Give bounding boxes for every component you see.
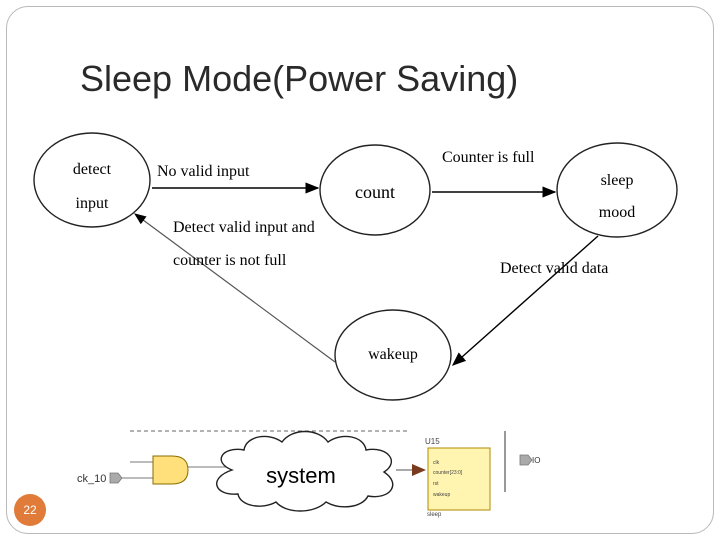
- port-label: rst: [433, 481, 439, 487]
- port-label: counter[23:0]: [433, 470, 463, 476]
- system-cloud: [216, 430, 394, 512]
- port-label: clk: [433, 460, 440, 466]
- arrow-sleep-to-wakeup: [451, 235, 599, 366]
- output-pin: [519, 454, 533, 466]
- state-sleep-label-1: sleep: [601, 172, 634, 189]
- state-detect-input-label-2: input: [76, 195, 109, 212]
- label-detect-valid-input-1: Detect valid input and: [173, 219, 315, 236]
- arrow-wakeup-to-detect: [134, 213, 336, 363]
- label-detect-valid-data: Detect valid data: [500, 260, 608, 277]
- block-footer: sleep: [427, 512, 442, 518]
- state-wakeup: [334, 309, 452, 401]
- page-number-badge: 22: [14, 494, 46, 526]
- state-wakeup-label: wakeup: [368, 346, 418, 363]
- and-gate: [152, 455, 189, 485]
- system-label: system: [266, 463, 336, 488]
- slide-title: Sleep Mode(Power Saving): [80, 58, 519, 99]
- state-detect-input: [33, 132, 151, 228]
- output-label: IO: [532, 456, 540, 465]
- state-sleep-label-2: mood: [599, 204, 635, 221]
- label-no-valid-input: No valid input: [157, 163, 250, 180]
- state-detect-input-label-1: detect: [73, 161, 112, 178]
- clock-label: ck_10: [77, 473, 106, 485]
- state-count: [319, 144, 431, 236]
- state-count-label: count: [355, 182, 395, 202]
- block-label: U15: [425, 437, 440, 446]
- component-block: [427, 447, 491, 511]
- port-label: wakeup: [433, 492, 450, 498]
- clock-pin: [109, 472, 123, 484]
- label-detect-valid-input-2: counter is not full: [173, 252, 287, 269]
- state-sleep-mood: [556, 142, 678, 238]
- label-counter-full: Counter is full: [442, 149, 535, 166]
- block-input-arrow: [412, 464, 426, 476]
